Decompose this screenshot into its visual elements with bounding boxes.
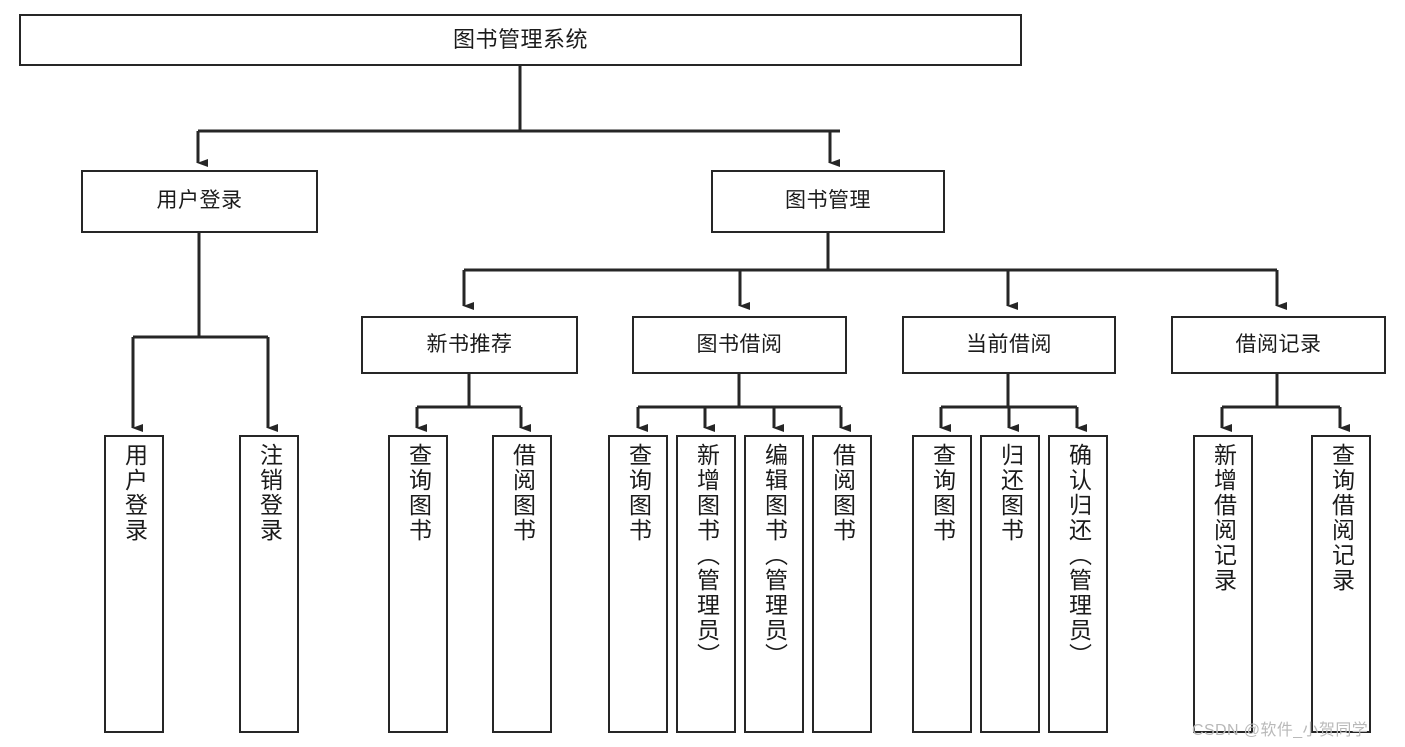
node-user-logout[interactable]: 注销登录 bbox=[239, 435, 299, 733]
node-bb-borrow-book[interactable]: 借阅图书 bbox=[812, 435, 872, 733]
node-root[interactable]: 图书管理系统 bbox=[19, 14, 1022, 66]
node-br-add-record-label: 新增借阅记录 bbox=[1210, 443, 1237, 593]
node-book-borrow-label: 图书借阅 bbox=[696, 332, 783, 356]
node-user-login[interactable]: 用户登录 bbox=[81, 170, 318, 233]
node-cb-query-book[interactable]: 查询图书 bbox=[912, 435, 972, 733]
node-root-label: 图书管理系统 bbox=[452, 27, 588, 53]
node-user-login-label: 用户登录 bbox=[156, 189, 243, 213]
node-new-book-recommend-label: 新书推荐 bbox=[426, 332, 513, 356]
node-bb-query-book[interactable]: 查询图书 bbox=[608, 435, 668, 733]
node-br-add-record[interactable]: 新增借阅记录 bbox=[1193, 435, 1253, 733]
node-borrow-record-label: 借阅记录 bbox=[1235, 332, 1322, 356]
node-cb-query-book-label: 查询图书 bbox=[929, 443, 956, 543]
node-nb-borrow-book-label: 借阅图书 bbox=[509, 443, 536, 543]
node-bb-query-book-label: 查询图书 bbox=[625, 443, 652, 543]
node-nb-borrow-book[interactable]: 借阅图书 bbox=[492, 435, 552, 733]
node-book-borrow[interactable]: 图书借阅 bbox=[632, 316, 847, 374]
node-bb-add-book[interactable]: 新增图书（管理员） bbox=[676, 435, 736, 733]
node-bb-edit-book[interactable]: 编辑图书（管理员） bbox=[744, 435, 804, 733]
node-user-login-do[interactable]: 用户登录 bbox=[104, 435, 164, 733]
node-cb-return-book-label: 归还图书 bbox=[997, 443, 1024, 543]
node-book-manage[interactable]: 图书管理 bbox=[711, 170, 945, 233]
node-bb-add-book-label: 新增图书（管理员） bbox=[693, 443, 720, 668]
node-bb-edit-book-label: 编辑图书（管理员） bbox=[761, 443, 788, 668]
node-cb-return-book[interactable]: 归还图书 bbox=[980, 435, 1040, 733]
node-cb-confirm-return-label: 确认归还（管理员） bbox=[1065, 443, 1092, 668]
node-nb-query-book[interactable]: 查询图书 bbox=[388, 435, 448, 733]
node-current-borrow[interactable]: 当前借阅 bbox=[902, 316, 1116, 374]
node-cb-confirm-return[interactable]: 确认归还（管理员） bbox=[1048, 435, 1108, 733]
node-br-query-record[interactable]: 查询借阅记录 bbox=[1311, 435, 1371, 733]
node-user-logout-label: 注销登录 bbox=[256, 443, 283, 543]
node-nb-query-book-label: 查询图书 bbox=[405, 443, 432, 543]
node-br-query-record-label: 查询借阅记录 bbox=[1328, 443, 1355, 593]
node-current-borrow-label: 当前借阅 bbox=[966, 332, 1052, 356]
node-bb-borrow-book-label: 借阅图书 bbox=[829, 443, 856, 543]
csdn-watermark: CSDN @软件_小贺同学 bbox=[1192, 722, 1369, 739]
node-book-manage-label: 图书管理 bbox=[785, 189, 871, 213]
node-user-login-do-label: 用户登录 bbox=[121, 443, 148, 543]
node-new-book-recommend[interactable]: 新书推荐 bbox=[361, 316, 578, 374]
node-borrow-record[interactable]: 借阅记录 bbox=[1171, 316, 1386, 374]
